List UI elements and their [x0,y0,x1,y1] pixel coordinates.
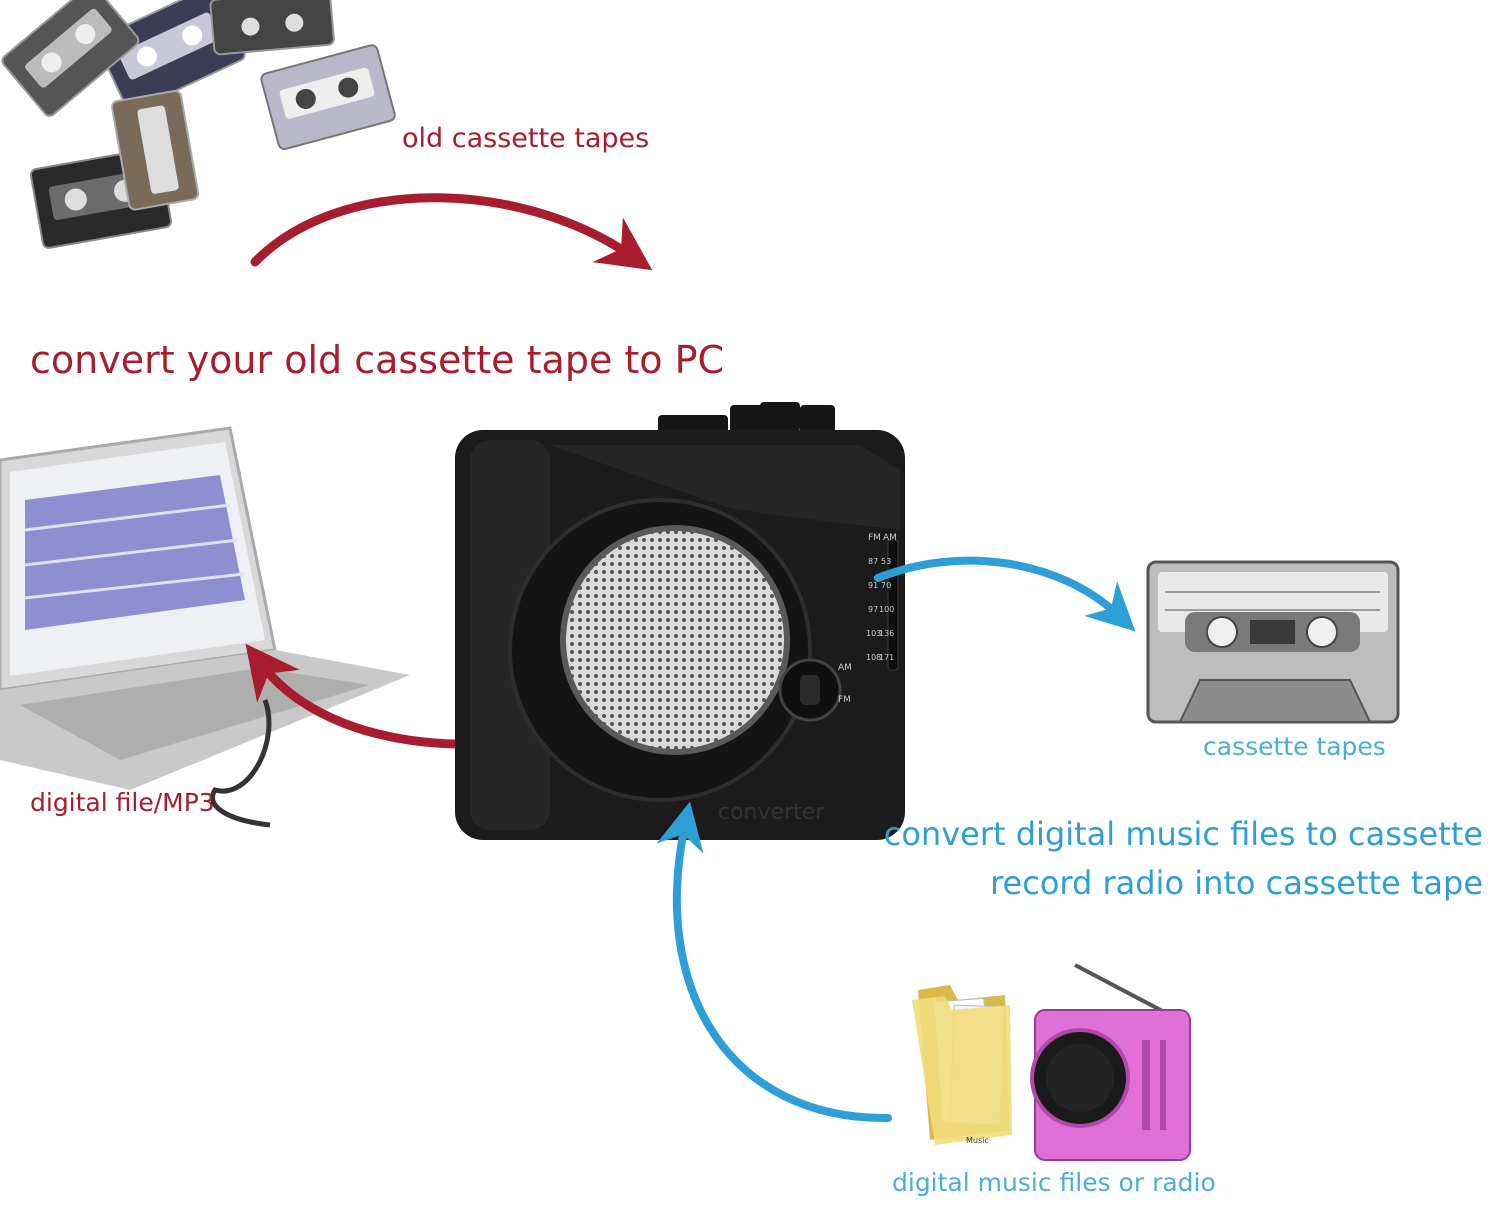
fm-tick: 108 [866,653,881,662]
fm-tick: 87 [868,557,878,566]
sources-label: digital music files or radio [892,1168,1216,1197]
old-tapes-label: old cassette tapes [402,123,650,154]
digital-file-label: digital file/MP3 [30,788,215,817]
band-label-am: AM [883,533,897,543]
fm-tick: 91 [868,581,878,590]
am-tick: 53 [881,557,891,566]
band-label-fm: FM [868,533,881,543]
band-labels: FM AM [868,533,897,543]
am-scale: 53 70 100 136 171 [879,557,894,662]
cassette-pile-icon [1,0,396,249]
am-tick: 171 [879,653,894,662]
switch-label-fm: FM [838,695,851,705]
switch-labels: AM FM [838,663,852,705]
headline-convert-to-pc: convert your old cassette tape to PC [30,338,725,382]
cassette-tapes-label: cassette tapes [1203,732,1386,761]
blue-arrow-to-cassette [874,556,1136,632]
headline-record-radio: record radio into cassette tape [990,864,1483,902]
pink-radio-icon [1030,963,1191,1161]
fm-scale: 87 91 97 103 108 [866,557,881,662]
blue-arrow-from-sources [656,801,892,1123]
cassette-converter-icon [455,402,905,840]
fm-tick: 97 [868,605,878,614]
am-tick: 100 [879,605,894,614]
fm-tick: 103 [866,629,881,638]
folder-icon: Music [912,985,1012,1145]
am-tick: 70 [881,581,891,590]
switch-label-am: AM [838,663,852,673]
laptop-icon [0,426,410,828]
folder-caption: Music [966,1136,989,1145]
red-arrow-top [250,193,653,271]
converter-label: converter [718,800,825,825]
cassette-tape-icon [1146,560,1400,724]
am-tick: 136 [879,629,894,638]
headline-convert-digital: convert digital music files to cassette [883,815,1483,853]
